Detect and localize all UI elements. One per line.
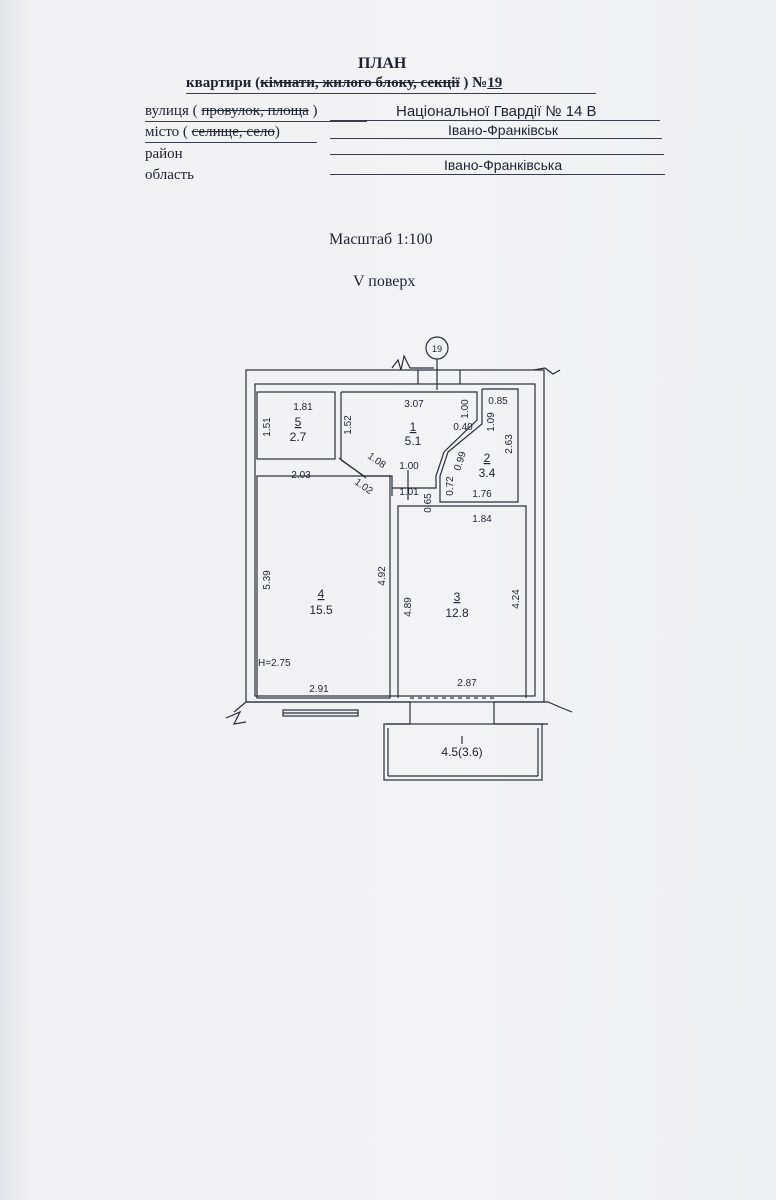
scale-label: Масштаб 1:100 <box>329 231 433 248</box>
dim-1-76: 1.76 <box>472 489 492 500</box>
dim-1-00-vertical: 1.00 <box>460 399 471 419</box>
subtitle-suffix: ) № <box>459 75 488 91</box>
room-4-area: 15.5 <box>309 603 333 617</box>
floor-label: V поверх <box>353 273 416 290</box>
street-label-prefix: вулиця ( <box>145 103 202 119</box>
city-label-suffix: ) <box>274 124 280 140</box>
region-label: область <box>145 167 194 183</box>
bottom-wall-right <box>494 701 573 713</box>
city-value-line <box>330 138 662 139</box>
axis-label: 19 <box>432 344 442 354</box>
dim-1-51: 1.51 <box>262 417 273 437</box>
district-label: район <box>145 146 183 162</box>
room-2-number: 2 <box>484 451 491 465</box>
dim-4-24: 4.24 <box>511 589 522 609</box>
dim-5-39: 5.39 <box>262 570 273 590</box>
region-value-line <box>330 174 665 175</box>
city-value: Івано-Франківськ <box>448 122 559 138</box>
dim-1-02: 1.02 <box>352 477 375 497</box>
outer-wall-outline <box>245 369 545 703</box>
city-label-prefix: місто ( <box>145 124 192 140</box>
dim-2-63: 2.63 <box>504 434 515 454</box>
dim-1-00-horizontal: 1.00 <box>399 461 419 472</box>
dim-1-01: 1.01 <box>399 487 419 498</box>
room-1-walls <box>341 391 478 496</box>
room-1-number: 1 <box>410 420 417 434</box>
dim-2-87: 2.87 <box>457 678 477 689</box>
wall-break-right <box>533 367 561 375</box>
plan-title: ПЛАН <box>358 55 407 72</box>
plan-walls <box>225 336 573 781</box>
inner-wall-outline <box>254 383 536 697</box>
dim-0-40: 0.40 <box>453 422 473 433</box>
wall-break-top <box>391 354 434 371</box>
city-label-underline <box>145 142 317 143</box>
room-2-area: 3.4 <box>479 466 496 480</box>
dim-0-85: 0.85 <box>488 396 508 407</box>
apartment-number: 19 <box>487 75 503 91</box>
room-3-number: 3 <box>454 590 461 604</box>
street-value: Національної Гвардії № 14 В <box>396 103 597 120</box>
ceiling-height: H=2.75 <box>258 658 291 669</box>
room-3-walls <box>397 505 527 698</box>
dim-1-81: 1.81 <box>293 402 313 413</box>
dim-1-52: 1.52 <box>343 415 354 435</box>
balcony-area: 4.5(3.6) <box>441 745 482 759</box>
dim-4-89: 4.89 <box>403 597 414 617</box>
dim-1-08: 1.08 <box>365 451 388 471</box>
dim-1-09: 1.09 <box>486 412 497 432</box>
room-4-number: 4 <box>318 587 325 601</box>
district-value-line <box>330 154 664 155</box>
room-4-walls <box>256 475 391 699</box>
street-value-line <box>330 120 660 121</box>
dim-0-99: 0.99 <box>452 450 469 472</box>
dim-0-72: 0.72 <box>445 476 456 496</box>
room-2-walls <box>439 388 519 503</box>
city-label: місто ( селище, село) <box>145 124 280 141</box>
region-value: Івано-Франківська <box>444 157 563 173</box>
wall-break-left <box>225 710 247 725</box>
dim-0-65: 0.65 <box>423 493 434 513</box>
room-5-number: 5 <box>295 415 302 429</box>
dim-2-03: 2.03 <box>291 470 311 481</box>
subtitle-prefix: квартири ( <box>186 75 261 91</box>
dim-1-84: 1.84 <box>472 514 492 525</box>
room-5-area: 2.7 <box>290 430 307 444</box>
room-5-walls <box>256 391 336 460</box>
door-diagonal <box>338 457 367 479</box>
street-label-struck: провулок, площа <box>201 103 309 119</box>
dim-3-07: 3.07 <box>404 399 424 410</box>
room-3-area: 12.8 <box>445 606 469 620</box>
room-1-area: 5.1 <box>405 434 422 448</box>
dim-4-92: 4.92 <box>377 566 388 586</box>
subtitle-struck-options: кімнати, жилого блоку, секції <box>260 75 460 91</box>
city-label-struck: селище, село <box>191 124 275 140</box>
street-label-suffix: ) <box>308 103 318 119</box>
street-label: вулиця ( провулок, площа ) <box>145 103 318 120</box>
subtitle-underline <box>186 93 596 94</box>
plan-subtitle: квартири (кімнати, жилого блоку, секції … <box>186 75 502 92</box>
balcony-walls <box>383 723 543 781</box>
dim-2-91: 2.91 <box>309 684 329 695</box>
street-label-underline <box>145 121 367 122</box>
